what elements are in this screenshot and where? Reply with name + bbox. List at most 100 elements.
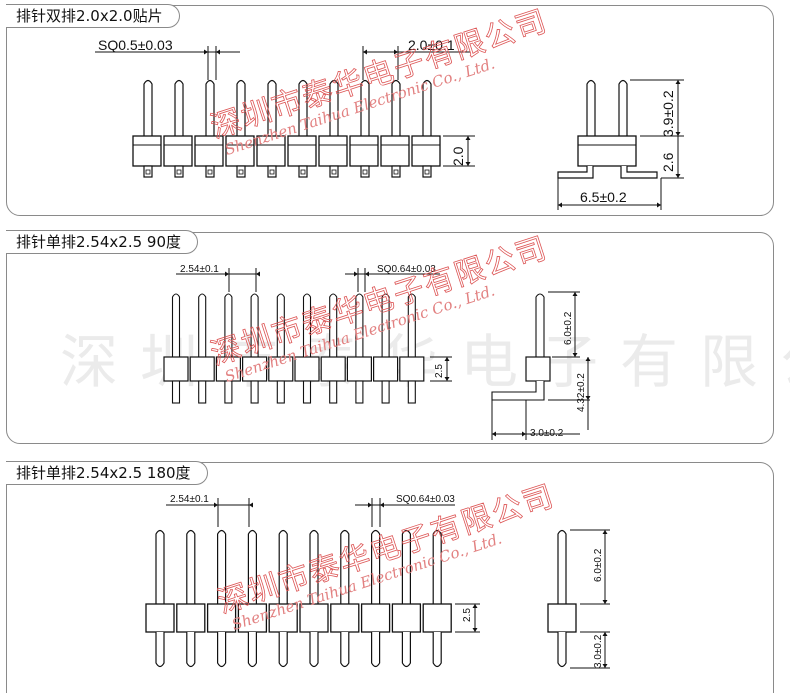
dim-arrow (249, 502, 253, 508)
housing (577, 135, 637, 167)
pin (143, 79, 153, 136)
pin-lower (381, 380, 390, 404)
pin-pad-inner (176, 169, 182, 175)
pin (247, 529, 257, 604)
drawing-90-front (163, 268, 452, 404)
dim-arrow (354, 271, 358, 277)
bent-pin (491, 381, 545, 401)
drawing-90-side (491, 291, 591, 440)
pin (381, 293, 390, 357)
pin-lower (309, 632, 319, 668)
dim-foot-label: 3.0±0.2 (530, 428, 564, 439)
pin (155, 529, 165, 604)
housing-cell (320, 356, 346, 382)
housing-cell (330, 603, 360, 633)
section-title-text: 排针单排2.54x2.5 180度 (16, 464, 191, 482)
housing-cell (411, 135, 441, 167)
pin-lower (247, 632, 257, 668)
drawing-smd-front (95, 46, 475, 178)
pin (340, 529, 350, 604)
section-panel-smd (6, 5, 774, 216)
pin (198, 293, 207, 357)
section-title-90deg: 排针单排2.54x2.5 90度 (6, 230, 198, 254)
housing-cell (163, 356, 189, 382)
pin (360, 79, 370, 136)
housing-cell (206, 603, 237, 633)
dim-arrow (256, 271, 260, 277)
section-title-smd: 排针双排2.0x2.0贴片 (6, 4, 180, 28)
dim-sq-label: SQ0.64±0.03 (377, 264, 436, 275)
housing-cell (237, 603, 268, 633)
dim-arrow (572, 292, 578, 296)
pin-pad-inner (393, 169, 399, 175)
dim-arrow (394, 49, 398, 55)
dim-arrow (657, 202, 661, 208)
smd-lead (620, 166, 658, 179)
dim-arrow (365, 271, 369, 277)
dim-pin-bottom-label: 3.0±0.2 (593, 634, 604, 668)
dim-arrow (602, 530, 608, 534)
pin (267, 79, 277, 136)
dim-arrow (472, 604, 478, 608)
pin-lower (186, 632, 196, 668)
dim-pin-top-label: 6.0±0.2 (593, 548, 604, 582)
pin-pad-inner (300, 169, 306, 175)
pin-lower (371, 632, 381, 668)
pin-pad-inner (145, 169, 151, 175)
pin (186, 529, 196, 604)
pin-lower (276, 380, 285, 404)
pin-lower (155, 632, 165, 668)
dim-arrow (522, 431, 526, 437)
pin-lower (278, 632, 288, 668)
pin (309, 529, 319, 604)
housing-cell (346, 356, 372, 382)
housing-cell (391, 603, 422, 633)
pin (535, 293, 545, 357)
housing-cell (380, 135, 410, 167)
pin (171, 293, 181, 357)
dim-body-height-label: 2.0 (450, 146, 466, 166)
pin-lower (340, 632, 350, 668)
pin (205, 79, 215, 136)
pin (586, 79, 596, 136)
pin-lower (401, 632, 411, 668)
pin-lower (198, 380, 207, 404)
dim-arrow (602, 664, 608, 668)
dim-arrow (675, 132, 681, 136)
section-title-text: 排针单排2.54x2.5 90度 (16, 233, 181, 251)
pin (618, 79, 628, 136)
dim-arrow (602, 632, 608, 636)
housing-cell (294, 356, 320, 382)
pin (329, 79, 339, 136)
dim-pitch-label: 2.54±0.1 (180, 264, 219, 275)
pin (276, 293, 285, 357)
pin (302, 293, 312, 357)
section-title-text: 排针双排2.0x2.0贴片 (16, 7, 163, 25)
pin (355, 293, 364, 357)
pin (236, 79, 246, 136)
dim-arrow (204, 49, 208, 55)
dim-pitch-label: 2.54±0.1 (170, 494, 209, 505)
dim-body-height-label: 2.5 (434, 364, 445, 378)
dim-arrow (558, 202, 562, 208)
pin (422, 79, 432, 136)
pin-lower (217, 632, 227, 668)
dim-arrow (675, 80, 681, 84)
pin-pad-inner (269, 169, 275, 175)
dim-pin-top-label: 3.9±0.2 (660, 90, 676, 137)
dim-arrow (572, 353, 578, 357)
drawing-smd-side (557, 79, 684, 210)
dim-width-label: 6.5±0.2 (580, 189, 627, 205)
housing-cell (318, 135, 348, 167)
dim-side-mid-label: 4.32±0.2 (576, 373, 587, 412)
housing-cell (132, 135, 162, 167)
dim-arrow (465, 162, 471, 166)
housing-cell (145, 603, 175, 633)
dim-arrow (675, 174, 681, 178)
housing (547, 603, 577, 633)
pin-pad-inner (207, 169, 213, 175)
dim-arrow (216, 49, 220, 55)
pin-lower (407, 380, 416, 404)
pin (224, 293, 233, 357)
